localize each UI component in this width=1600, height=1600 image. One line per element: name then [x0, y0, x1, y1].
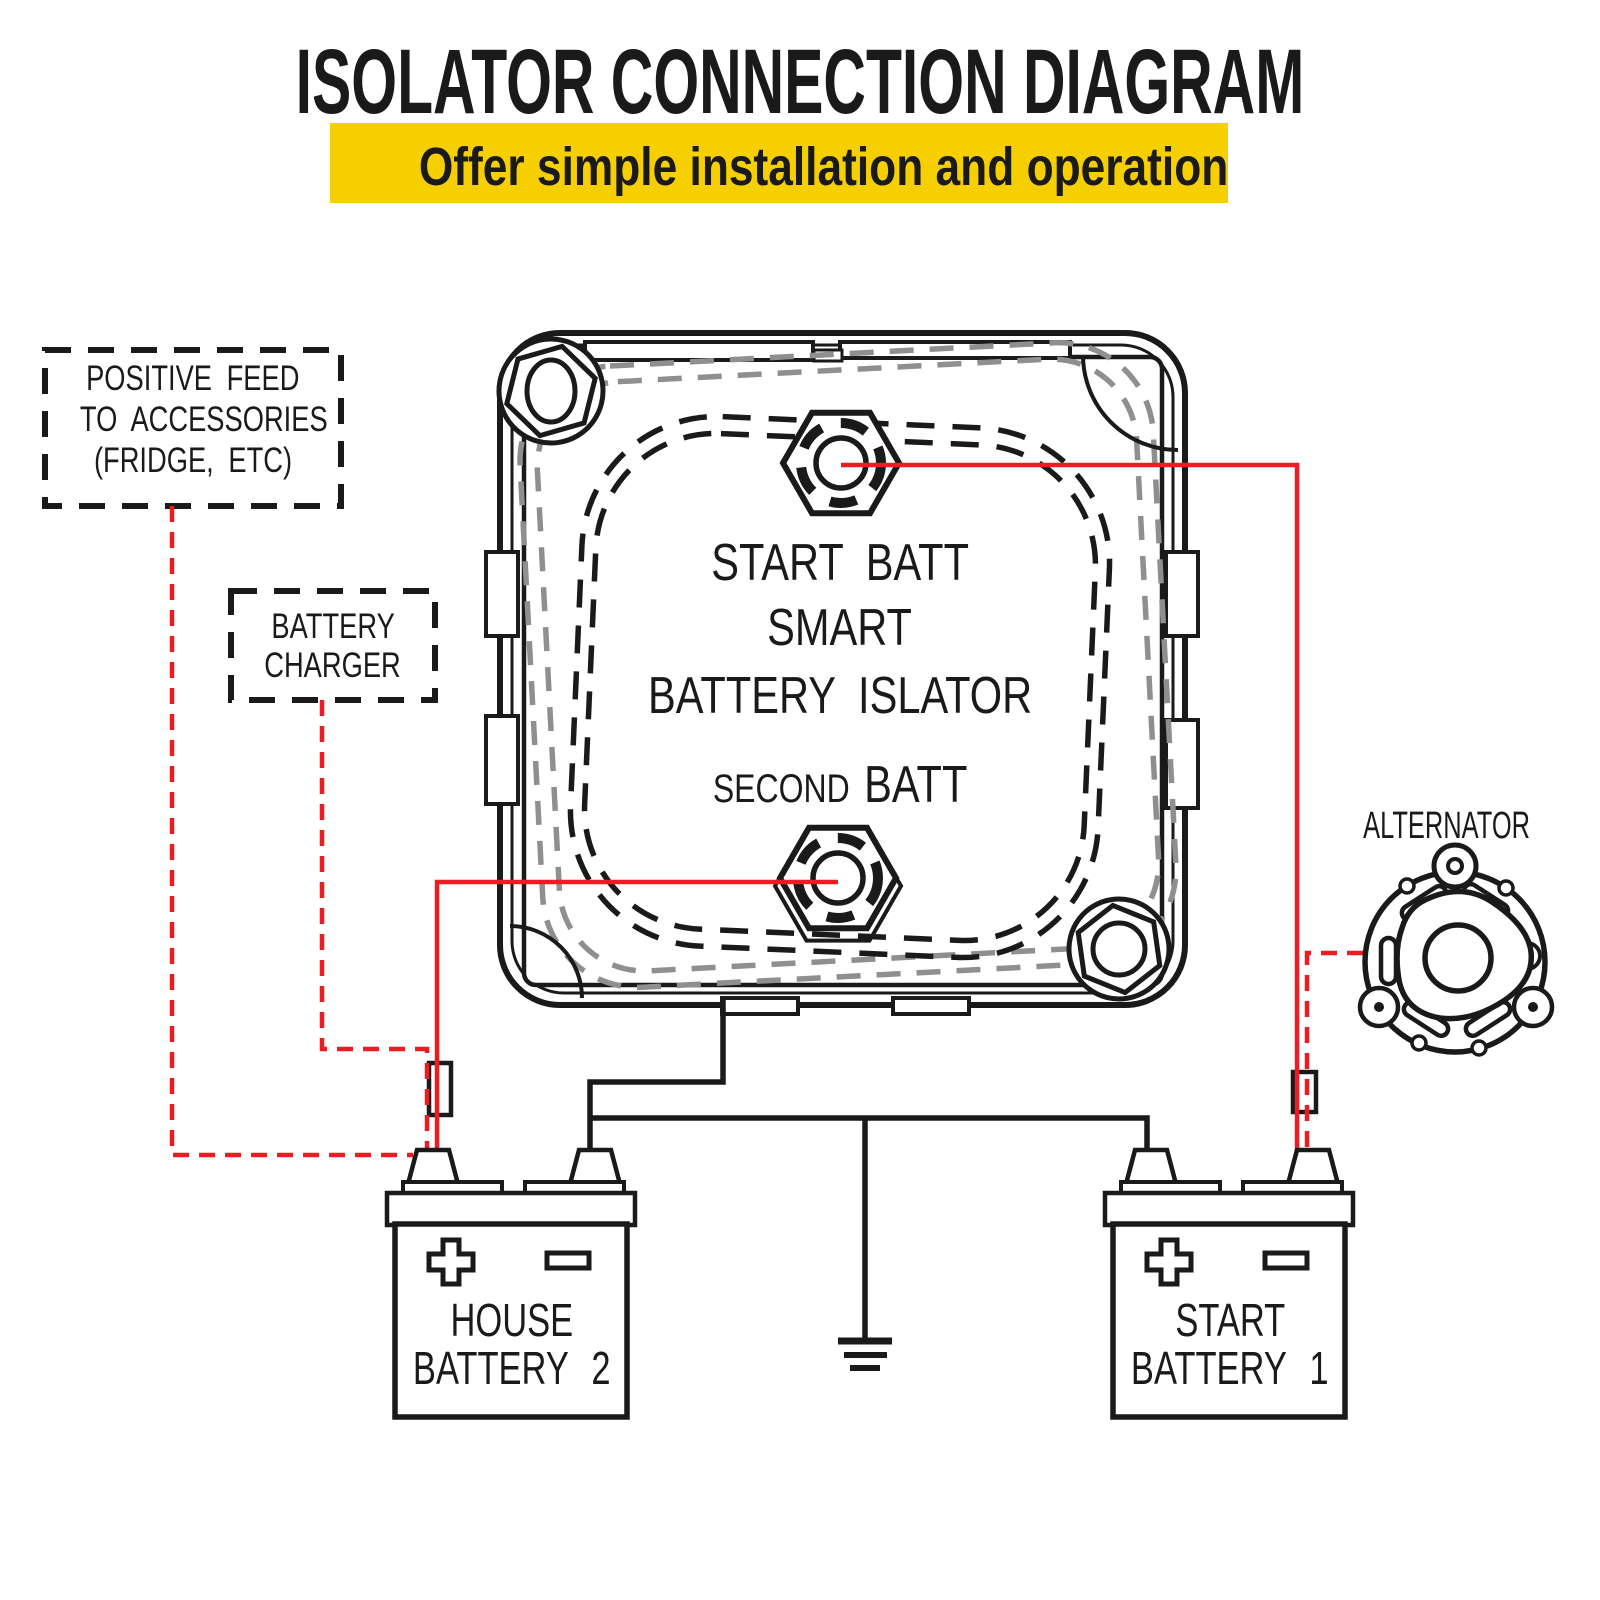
- minus-icon: [1262, 1250, 1310, 1271]
- positive-feed-line2: TO ACCESSORIES: [79, 400, 328, 439]
- isolator-unit: [484, 330, 1200, 1016]
- isolator-left-tab: [484, 714, 520, 806]
- positive-feed-line3: (FRIDGE, ETC): [93, 441, 293, 480]
- alternator-vent-slot: [1378, 935, 1399, 987]
- page-title: ISOLATOR CONNECTION DIAGRAM: [295, 31, 1305, 133]
- alternator-label: ALTERNATOR: [1363, 805, 1531, 847]
- start-battery: [1102, 1147, 1356, 1420]
- battery-charger-line1: BATTERY: [271, 607, 395, 646]
- isolator-name-label: BATTERY ISLATOR: [647, 667, 1033, 725]
- start-battery-negative-post: [1285, 1147, 1341, 1187]
- isolator-bottom-tab: [891, 996, 971, 1016]
- isolator-gray-dashed-outline: [517, 339, 1179, 991]
- isolator-top-right-corner-arc: [1081, 354, 1179, 452]
- isolator-black-dashed-outline: [567, 413, 1113, 961]
- second-batt-terminal-nut: [772, 824, 904, 943]
- ground-icon: [838, 1337, 892, 1371]
- subtitle-banner: [330, 123, 1228, 203]
- start-battery-positive-post: [1123, 1147, 1179, 1187]
- house-battery-lid: [384, 1190, 638, 1228]
- wire-second-batt-terminal-to-house-battery: [434, 879, 838, 1152]
- isolator-corner-bolt-top-left: [496, 336, 606, 446]
- wire-alternator-dashed: [1304, 950, 1363, 1152]
- isolator-bottom-left-corner-arc: [509, 924, 584, 999]
- wire-positive-feed-dashed: [169, 506, 413, 1158]
- start-battery-lid: [1102, 1190, 1356, 1228]
- house-battery-negative-post: [567, 1147, 623, 1187]
- isolator-left-tab: [484, 550, 520, 638]
- battery-charger-line2: CHARGER: [264, 646, 402, 685]
- plus-icon: [1144, 1237, 1194, 1287]
- isolator-right-tab: [1164, 550, 1200, 638]
- isolator-corner-bolt-bottom-right: [1066, 896, 1172, 1002]
- house-battery-label-line2: BATTERY 2: [413, 1342, 611, 1394]
- positive-feed-callout-box: [42, 347, 344, 509]
- minus-icon: [544, 1250, 592, 1271]
- subtitle: Offer simple installation and operation: [418, 137, 1229, 197]
- house-battery-label-line1: HOUSE: [450, 1294, 574, 1346]
- isolator-bottom-tab: [720, 996, 800, 1016]
- isolator-right-tab: [1164, 718, 1200, 810]
- alternator-pulley: [1422, 922, 1494, 994]
- wire-start-batt-terminal-to-start-battery: [841, 462, 1300, 1152]
- house-battery: [384, 1147, 638, 1420]
- start-battery-label-line1: START: [1175, 1294, 1285, 1346]
- start-battery-label-line2: BATTERY 1: [1131, 1342, 1329, 1394]
- house-battery-positive-post: [405, 1147, 461, 1187]
- alternator: [1357, 842, 1555, 1057]
- battery-charger-callout-box: [228, 588, 438, 703]
- isolator-start-batt-label: START BATT: [711, 534, 969, 592]
- wire-ground-bus-to-start-battery: [590, 1115, 1150, 1152]
- positive-feed-line1: POSITIVE FEED: [86, 359, 300, 398]
- wire-isolator-to-house-battery-negative: [587, 1000, 726, 1152]
- fuse-house-battery: [426, 1060, 454, 1118]
- isolator-smart-label: SMART: [767, 599, 913, 657]
- wire-battery-charger-dashed: [319, 700, 430, 1152]
- isolator-top-strip: [838, 340, 1072, 360]
- plus-icon: [426, 1237, 476, 1287]
